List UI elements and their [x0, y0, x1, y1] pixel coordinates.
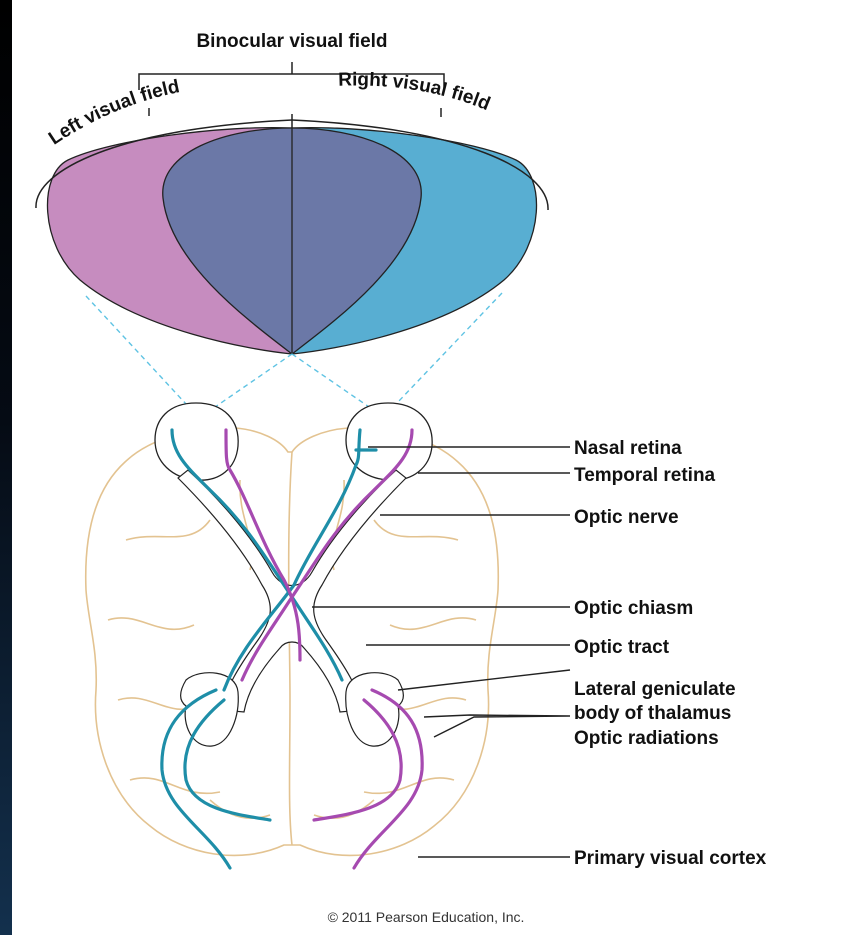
label-lgn-line2: body of thalamus [574, 703, 731, 724]
label-optic-nerve: Optic nerve [574, 507, 679, 528]
binocular-visual-field-title: Binocular visual field [196, 31, 387, 52]
visual-field [47, 128, 536, 354]
label-primary-visual-cortex: Primary visual cortex [574, 848, 767, 869]
structure-labels: Nasal retina Temporal retina Optic nerve… [574, 438, 767, 869]
left-lgn [181, 673, 239, 746]
label-optic-chiasm: Optic chiasm [574, 598, 693, 619]
optic-tissue [178, 470, 406, 746]
label-temporal-retina: Temporal retina [574, 465, 716, 486]
eyes [155, 403, 432, 480]
label-nasal-retina: Nasal retina [574, 438, 682, 459]
copyright-notice: © 2011 Pearson Education, Inc. [328, 909, 525, 925]
right-visual-field-label: Right visual field [338, 69, 493, 115]
label-lgn-line1: Lateral geniculate [574, 679, 736, 700]
label-optic-tract: Optic tract [574, 637, 670, 658]
label-optic-radiations: Optic radiations [574, 728, 719, 749]
label-leaders [312, 447, 570, 857]
